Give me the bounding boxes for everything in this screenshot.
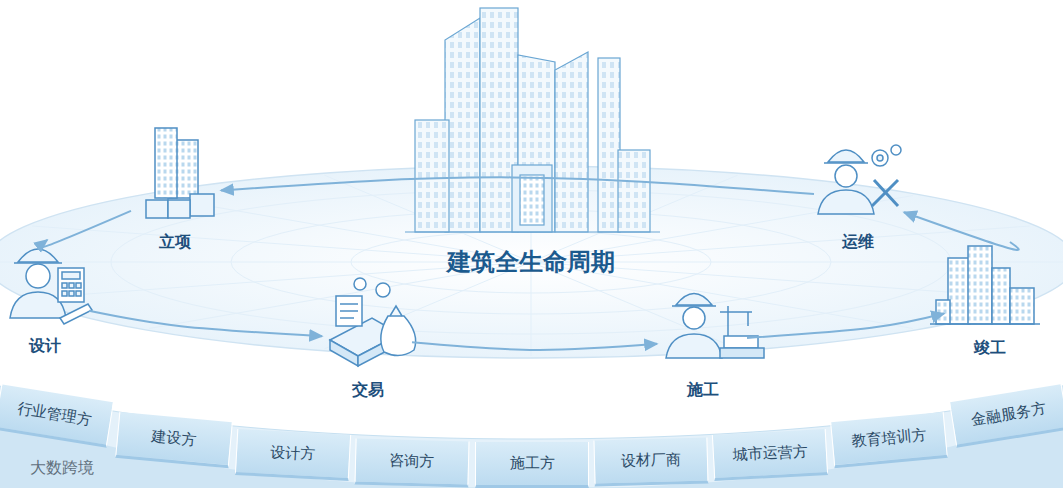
party-label: 金融服务方 (970, 399, 1047, 430)
party-label: 建设方 (150, 427, 197, 450)
stage-label: 交易 (352, 379, 384, 401)
band-segment: 咨询方 (355, 438, 470, 487)
cycle-arrow (89, 311, 322, 336)
band-ground (0, 386, 1063, 488)
diagram-title: 建筑全生命周期 (447, 246, 615, 278)
band-segment: 设材厂商 (593, 438, 708, 487)
stage-node: 立项 (135, 128, 215, 257)
party-label: 设计方 (270, 443, 316, 464)
party-label: 行业管理方 (16, 399, 93, 430)
watermark: 大数跨境 (30, 458, 94, 479)
central-buildings (405, 8, 660, 232)
stage-label: 运维 (842, 231, 874, 253)
cycle-arrow (747, 314, 944, 338)
stage-node: 运维 (818, 136, 898, 257)
stage-node: 交易 (328, 274, 408, 405)
trade-icon (330, 278, 416, 366)
cycle-arrow (221, 177, 814, 194)
stage-node: 设计 (5, 246, 85, 361)
party-label: 教育培训方 (851, 426, 927, 452)
band-segment: 施工方 (474, 442, 588, 488)
design-icon (10, 249, 92, 324)
stage-label: 竣工 (974, 337, 1006, 359)
stage-label: 立项 (159, 231, 191, 253)
completion-icon (930, 246, 1040, 324)
party-label: 咨询方 (389, 451, 434, 471)
party-label: 城市运营方 (732, 442, 808, 465)
band-segment: 教育培训方 (831, 412, 949, 468)
stage-label: 设计 (29, 335, 61, 357)
cycle-arrow (412, 342, 657, 350)
construction-icon (666, 294, 764, 359)
cycle-arrow (904, 212, 1019, 250)
cycle-arrow (39, 211, 131, 248)
party-label: 施工方 (509, 454, 554, 473)
band-segment: 设计方 (235, 429, 351, 481)
maintenance-icon (818, 145, 901, 214)
stage-node: 施工 (663, 278, 743, 405)
stage-label: 施工 (687, 379, 719, 401)
stage-icons (10, 128, 1040, 366)
band-segment: 行业管理方 (0, 384, 114, 448)
band-segment: 金融服务方 (949, 384, 1063, 448)
party-label: 设材厂商 (621, 451, 681, 472)
band-segment: 建设方 (115, 412, 233, 468)
project-icon (146, 128, 214, 218)
band-segment: 城市运营方 (712, 429, 828, 481)
stage-node: 竣工 (950, 246, 1030, 363)
